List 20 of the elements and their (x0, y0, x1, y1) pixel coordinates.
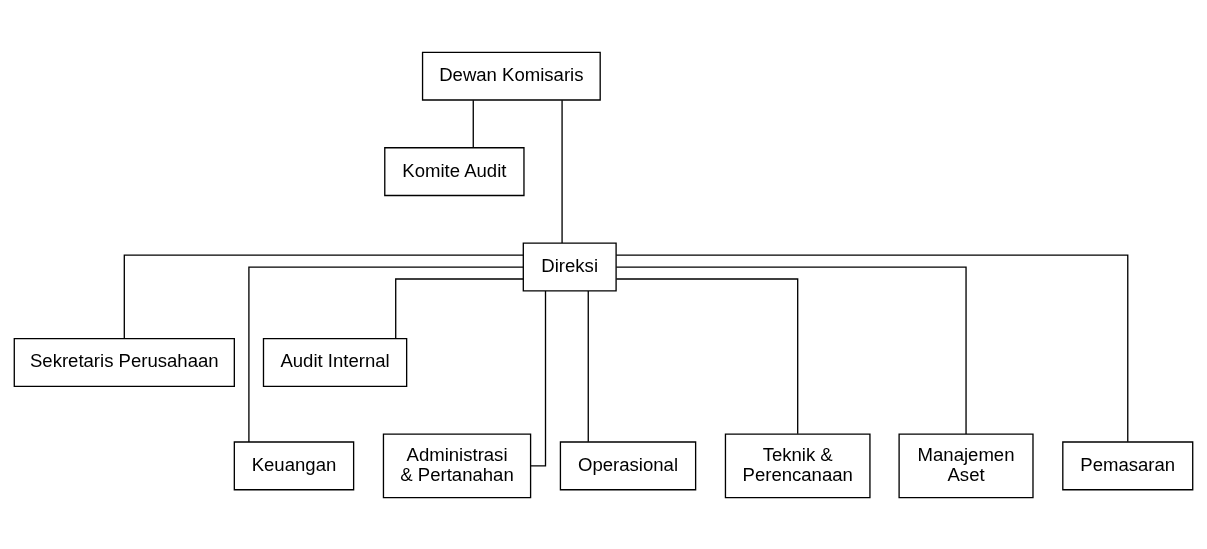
connector (587, 289, 589, 442)
node-box: Operasional (559, 440, 697, 490)
node-box: Audit Internal (262, 337, 408, 387)
connector (123, 253, 524, 339)
connector (472, 99, 474, 148)
node-box: Dewan Komisaris (421, 51, 601, 101)
connector (395, 277, 524, 339)
connector (615, 265, 967, 435)
connector (615, 253, 1129, 442)
node-box: Keuangan (233, 440, 355, 490)
connector (561, 99, 563, 244)
connector (248, 265, 524, 443)
node-box: Pemasaran (1062, 440, 1194, 490)
connector (615, 277, 799, 434)
node-box: Komite Audit (384, 146, 525, 196)
node-box: Teknik & Perencanaan (724, 432, 871, 498)
node-box: Manajemen Aset (898, 432, 1034, 498)
node-box: Administrasi & Pertanahan (382, 432, 532, 498)
node-box: Direksi (522, 242, 617, 292)
node-box: Sekretaris Perusahaan (13, 337, 235, 387)
